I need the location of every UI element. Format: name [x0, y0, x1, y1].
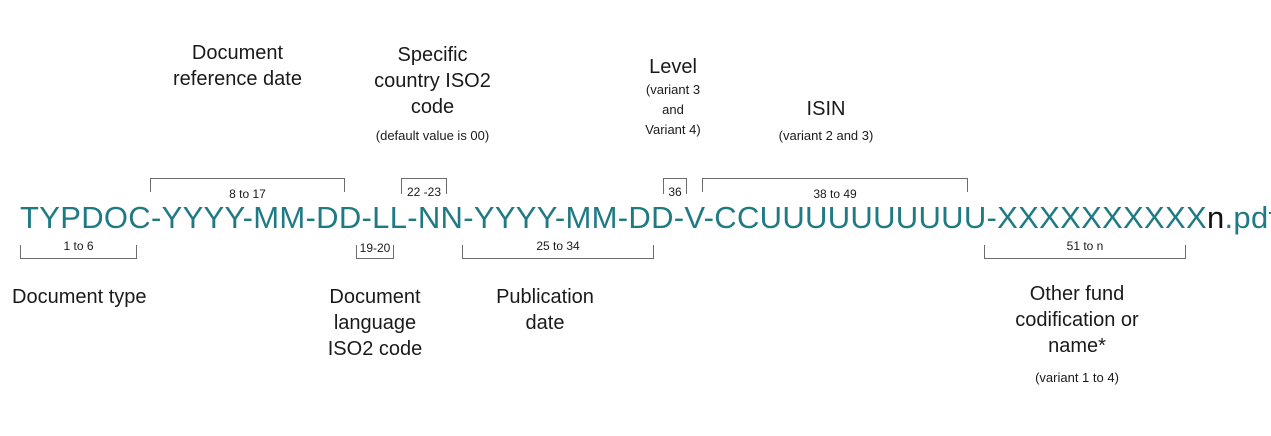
specific-country-code-label: Specific country ISO2 code	[355, 42, 510, 120]
label-line: country ISO2	[374, 70, 491, 92]
label-line: date	[525, 312, 565, 334]
bracket-other-fund	[984, 245, 1186, 259]
label-line: Publication	[496, 286, 594, 308]
range-51-n: 51 to n	[1066, 239, 1104, 253]
label-line: Specific	[397, 44, 468, 66]
specific-country-note: (default value is 00)	[375, 128, 490, 143]
label-line: reference date	[173, 68, 302, 90]
label-line: codification or	[1015, 309, 1139, 331]
publication-date-label: Publication date	[475, 284, 615, 336]
label-line: and	[662, 102, 684, 118]
label-line: (variant 3	[645, 82, 701, 97]
range-1-6: 1 to 6	[63, 239, 94, 253]
level-label: Level	[649, 56, 697, 78]
label-line: language	[333, 312, 417, 334]
document-type-label: Document type	[12, 286, 147, 308]
isin-label: ISIN	[806, 98, 846, 120]
bracket-country-code	[401, 178, 447, 194]
label-line: Other fund	[1029, 283, 1125, 305]
label-line: ISO2 code	[327, 338, 423, 360]
range-8-17: 8 to 17	[229, 187, 266, 201]
range-22-23: 22 -23	[406, 185, 442, 199]
document-reference-date-label: Document reference date	[150, 40, 325, 92]
bracket-reference-date	[150, 178, 345, 192]
filename-n: n	[1206, 200, 1225, 235]
filename-ext: .pdf	[1224, 200, 1271, 235]
document-language-label: Document language ISO2 code	[305, 284, 445, 362]
bracket-language	[356, 245, 394, 259]
bracket-document-type	[20, 245, 137, 259]
range-38-49: 38 to 49	[813, 187, 857, 201]
bracket-isin	[702, 178, 968, 192]
label-line: Variant 4)	[645, 122, 701, 138]
bracket-level	[663, 178, 687, 194]
other-fund-label: Other fund codification or name*	[992, 281, 1162, 359]
range-25-34: 25 to 34	[536, 239, 580, 253]
range-19-20: 19-20	[359, 241, 391, 255]
isin-note: (variant 2 and 3)	[778, 128, 874, 143]
other-fund-note: (variant 1 to 4)	[1035, 370, 1119, 385]
label-line: name*	[1048, 335, 1106, 357]
range-36: 36	[668, 185, 682, 199]
level-note: (variant 3 and Variant 4)	[622, 80, 724, 140]
label-line: Document	[191, 42, 284, 64]
label-line: Document	[329, 286, 421, 308]
filename-pattern: TYPDOC-YYYY-MM-DD-LL-NN-YYYY-MM-DD-V-CCU…	[20, 200, 1271, 236]
label-line: code	[410, 96, 455, 118]
filename-main: TYPDOC-YYYY-MM-DD-LL-NN-YYYY-MM-DD-V-CCU…	[20, 200, 1207, 235]
bracket-publication-date	[462, 245, 654, 259]
